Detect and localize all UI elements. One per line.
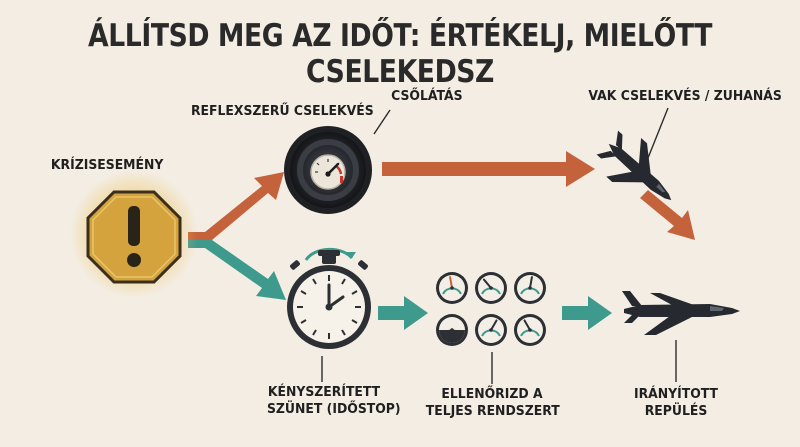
gauge-dial [436,314,468,346]
branch-arrows [188,151,695,330]
crisis-event-label: KRÍZISESEMÉNY [50,157,164,173]
page-title: ÁLLÍTSD MEG AZ IDŐT: ÉRTÉKELJ, MIELŐTT C… [88,18,712,90]
gauge-dial [514,314,546,346]
level-jet-icon [622,291,740,335]
forced-pause-label: KÉNYSZERÍTETT SZÜNET (IDŐSTOP) [266,384,401,418]
pause-arrow [188,240,286,300]
stopwatch-icon [287,247,371,349]
check-to-flight-arrow [562,296,612,330]
check-system-line1: ELLENŐRIZD A [441,386,543,402]
reflex-to-crash-arrow [382,151,595,187]
crisis-warning-icon [70,170,198,298]
forced-pause-line1: KÉNYSZERÍTETT [267,384,381,400]
gauge-dial [475,272,507,304]
controlled-flight-label: IRÁNYÍTOTT REPÜLÉS [630,386,722,420]
blind-action-label: VAK CSELEKVÉS / ZUHANÁS [588,88,782,104]
gauge-cluster-icon [436,272,546,346]
reflex-action-label: REFLEXSZERŰ CSELEKVÉS [190,103,374,119]
tunnel-vision-label: CSŐLÁTÁS [391,88,463,104]
gauge-dial [514,272,546,304]
check-system-line2: TELJES RENDSZERT [425,403,560,419]
speedometer-tunnel-icon [284,126,372,214]
pause-to-check-arrow [378,296,428,330]
gauge-dial [475,314,507,346]
check-system-label: ELLENŐRIZD A TELJES RENDSZERT [425,386,560,420]
gauge-dial [436,272,468,304]
reflex-arrow [188,172,284,240]
crash-descent-arrow [640,190,695,240]
crashing-jet-icon [596,130,672,201]
forced-pause-line2: SZÜNET (IDŐSTOP) [266,401,401,417]
controlled-flight-line1: IRÁNYÍTOTT [633,386,719,402]
leader-lines [321,107,677,384]
controlled-flight-line2: REPÜLÉS [644,403,708,419]
